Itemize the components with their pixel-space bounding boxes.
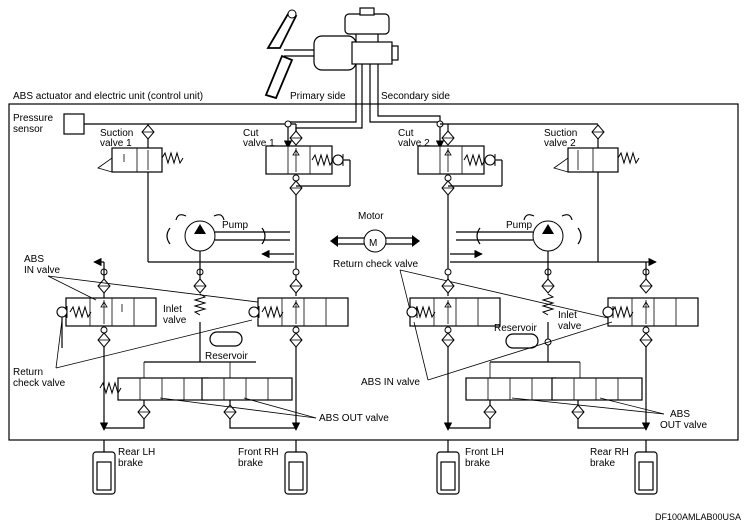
reservoir-left — [209, 331, 243, 347]
abs-out-valve-right-label-line1: ABS — [670, 409, 690, 420]
figure-code: DF100AMLAB00USA — [655, 512, 741, 522]
abs-in-valve-left — [56, 297, 157, 327]
front-lh-brake-label-line1: Front LH — [465, 447, 504, 458]
cut-valve-1-label-line2: valve 1 — [243, 138, 275, 149]
abs-out-valve-front-lh — [465, 362, 557, 401]
front-rh-brake — [284, 451, 308, 495]
motor: M — [330, 229, 420, 253]
rear-lh-brake-label-line1: Rear LH — [118, 447, 155, 458]
abs-in-valve-front-rh — [248, 297, 349, 327]
return-check-valve-left-label-line2: check valve — [13, 378, 66, 389]
abs-in-valve-right-label: ABS IN valve — [361, 377, 420, 388]
rear-rh-brake-label-line2: brake — [590, 458, 615, 469]
suction-valve-1-label-line2: valve 1 — [100, 138, 132, 149]
cut-valve-1 — [265, 145, 344, 175]
abs-in-valve-left-label-line2: IN valve — [24, 265, 61, 276]
master-cylinder — [313, 7, 399, 71]
abs-out-valve-left-label: ABS OUT valve — [319, 413, 389, 424]
pressure-sensor-box — [63, 113, 85, 135]
cut-valve-1-label-line1: Cut — [243, 128, 259, 139]
front-rh-brake-label-line2: brake — [238, 458, 263, 469]
inlet-valve-left-label-line1: Inlet — [163, 304, 182, 315]
pump-right — [523, 214, 573, 252]
brake-pedal — [264, 9, 318, 100]
inlet-valve-left-label-line2: valve — [163, 315, 187, 326]
abs-out-valve-right-label-line2: OUT valve — [660, 420, 707, 431]
suction-valve-2-label-line1: Suction — [544, 128, 577, 139]
pump-left-label: Pump — [222, 220, 249, 231]
cut-valve-2-label-line1: Cut — [398, 128, 414, 139]
abs-out-valve-front-rh — [201, 362, 293, 401]
pump-left — [175, 214, 225, 252]
primary-side-label: Primary side — [290, 91, 346, 102]
rear-rh-brake-label-line1: Rear RH — [590, 447, 629, 458]
pressure-sensor-label-line1: Pressure — [13, 113, 53, 124]
motor-symbol: M — [369, 238, 377, 249]
control-unit-outline — [8, 103, 739, 441]
pump-right-label: Pump — [506, 220, 533, 231]
return-check-valve-left-label-line1: Return — [13, 367, 43, 378]
inlet-valve-right-label-line2: valve — [558, 321, 582, 332]
front-rh-brake-label-line1: Front RH — [238, 447, 279, 458]
motor-label: Motor — [358, 211, 384, 222]
abs-out-valve-rear-lh — [99, 362, 209, 401]
rear-lh-brake — [92, 451, 116, 495]
secondary-side-label: Secondary side — [381, 91, 450, 102]
suction-valve-1 — [97, 147, 184, 173]
rear-lh-brake-label-line2: brake — [118, 458, 143, 469]
suction-valve-2-label-line2: valve 2 — [544, 138, 576, 149]
return-check-valve-right-label: Return check valve — [333, 259, 418, 270]
unit-title: ABS actuator and electric unit (control … — [13, 91, 203, 102]
pressure-sensor-label-line2: sensor — [13, 124, 44, 135]
front-lh-brake-label-line2: brake — [465, 458, 490, 469]
rear-rh-brake — [634, 451, 658, 495]
abs-in-valve-front-lh — [406, 297, 501, 327]
abs-in-valve-rear-rh — [602, 297, 699, 327]
reservoir-right — [505, 333, 539, 349]
abs-in-valve-left-label-line1: ABS — [24, 254, 44, 265]
inlet-valve-right-label-line1: Inlet — [558, 310, 577, 321]
reservoir-left-label: Reservoir — [205, 351, 248, 362]
reservoir-right-label: Reservoir — [494, 323, 537, 334]
abs-out-valve-rear-rh — [551, 362, 643, 401]
suction-valve-1-label-line1: Suction — [100, 128, 133, 139]
suction-valve-2 — [553, 147, 640, 173]
cut-valve-2 — [417, 145, 496, 175]
cut-valve-2-label-line2: valve 2 — [398, 138, 430, 149]
front-lh-brake — [436, 451, 460, 495]
